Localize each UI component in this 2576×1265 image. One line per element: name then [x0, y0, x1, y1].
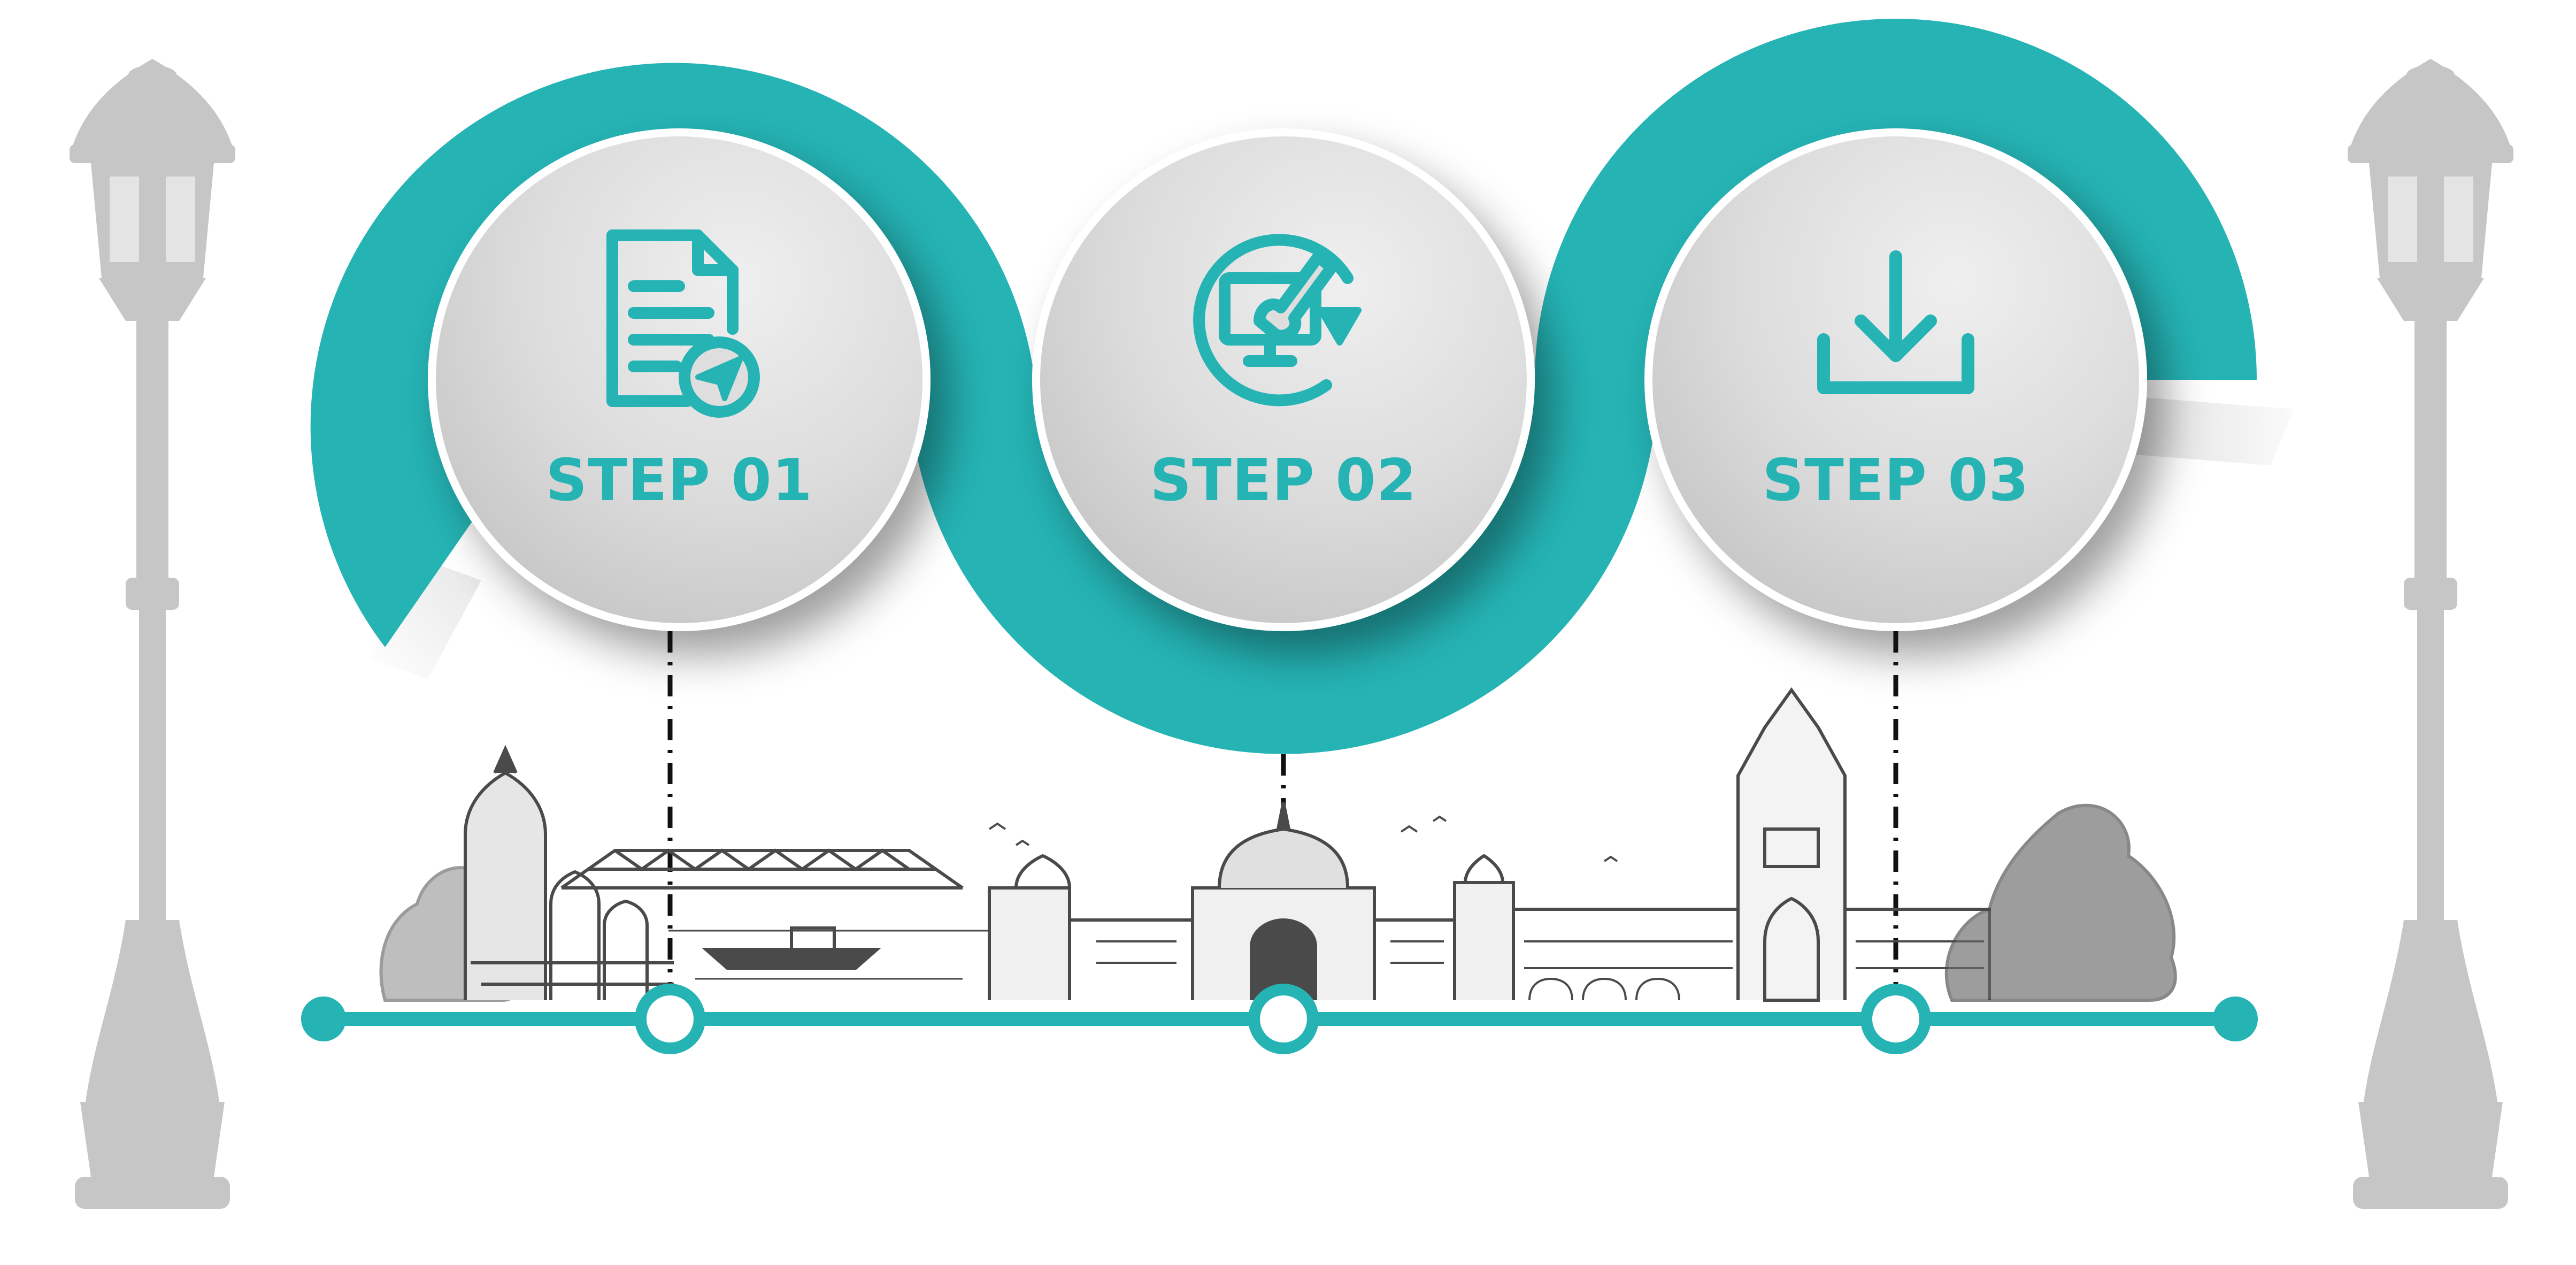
ribbon-tail-right: [2102, 396, 2294, 465]
step-1-label: STEP 01: [545, 447, 813, 514]
step-3-label: STEP 03: [1762, 447, 2029, 514]
timeline-node-3: [1860, 984, 1931, 1054]
step-2-label: STEP 02: [1150, 447, 1417, 514]
connectors: [667, 631, 1898, 1000]
timeline-end-right: [2213, 996, 2258, 1041]
monitor-paintbrush-refresh-icon: [1193, 234, 1362, 407]
step-circle-2: [1032, 128, 1535, 631]
timeline-end-left: [301, 996, 346, 1041]
step-circle-3: [1644, 128, 2147, 631]
left-lamp-icon: [70, 59, 235, 1209]
city-skyline-sketch: [379, 687, 2177, 1002]
timeline-node-2: [1248, 984, 1319, 1054]
download-tray-icon: [1817, 250, 1974, 394]
timeline-node-1: [635, 984, 705, 1054]
right-lamp-icon: [2348, 59, 2513, 1209]
timeline: [301, 984, 2258, 1054]
document-send-icon: [606, 229, 760, 418]
ribbon-tail-left: [369, 559, 481, 679]
